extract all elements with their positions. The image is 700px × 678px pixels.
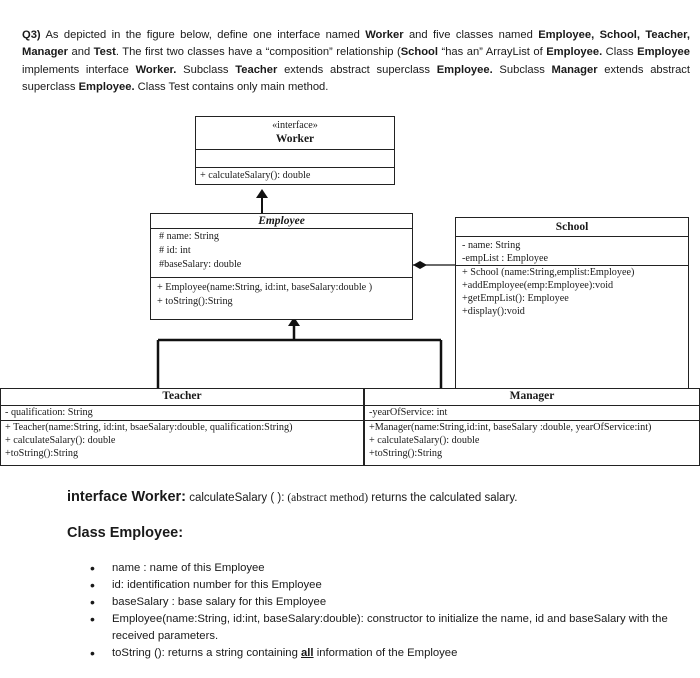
employee-method: + toString():String	[157, 296, 233, 307]
question-text: and five classes named	[403, 29, 539, 41]
interface-worker-title: interface Worker:	[67, 489, 186, 505]
school-attribute: -empList : Employee	[462, 253, 549, 264]
keyword: Employee, School, Teacher, Manager	[22, 29, 690, 59]
keyword: Employee	[637, 46, 690, 59]
uml-connectors	[156, 189, 455, 388]
divider	[196, 149, 394, 150]
keyword: Teacher	[235, 63, 278, 76]
keyword: Worker	[365, 29, 404, 41]
teacher-class-name: Teacher	[162, 390, 202, 402]
keyword: Test	[93, 46, 116, 59]
composition-diamond	[413, 261, 427, 269]
question-text: “has an” ArrayList of	[438, 46, 547, 59]
keyword: Employee.	[436, 63, 493, 76]
inheritance-arrow	[288, 317, 300, 326]
employee-method: + Employee(name:String, id:int, baseSala…	[157, 282, 373, 293]
keyword: Employee.	[78, 81, 135, 94]
school-method: +display():void	[462, 306, 525, 317]
interface-method: calculateSalary ( ):	[186, 492, 285, 504]
keyword: Worker.	[135, 63, 177, 76]
employee-class-box: Employee # name: String # id: int #baseS…	[150, 213, 413, 320]
bullet-text: toString (): returns a string containing	[112, 647, 301, 659]
divider	[365, 405, 699, 406]
divider	[151, 277, 412, 278]
question-text: and	[68, 46, 94, 59]
employee-attribute: #baseSalary: double	[159, 259, 242, 270]
teacher-method: + Teacher(name:String, id:int, bsaeSalar…	[5, 422, 293, 433]
teacher-method: + calculateSalary(): double	[5, 435, 116, 446]
list-item: baseSalary : base salary for this Employ…	[90, 594, 690, 611]
worker-interface-box: «interface» Worker + calculateSalary(): …	[195, 116, 395, 185]
manager-class-box: Manager -yearOfService: int +Manager(nam…	[364, 388, 700, 466]
teacher-method: +toString():String	[5, 448, 79, 459]
divider	[1, 420, 363, 421]
question-text: Subclass	[176, 63, 236, 76]
teacher-class-box: Teacher - qualification: String + Teache…	[0, 388, 364, 466]
employee-attribute: # id: int	[159, 245, 191, 256]
question-text: Class	[602, 46, 638, 59]
keyword: School	[400, 46, 438, 59]
school-method: +addEmployee(emp:Employee):void	[462, 280, 614, 291]
list-item: Employee(name:String, id:int, baseSalary…	[90, 611, 690, 645]
teacher-attribute: - qualification: String	[5, 407, 93, 418]
manager-class-name: Manager	[509, 390, 555, 402]
question-text: . The first two classes have a “composit…	[115, 46, 401, 59]
manager-method: +Manager(name:String,id:int, baseSalary …	[369, 422, 652, 433]
employee-bullet-list: name : name of this Employee id: identif…	[90, 560, 690, 662]
divider	[456, 236, 688, 237]
question-text: As depicted in the figure below, define …	[40, 29, 366, 41]
keyword: Manager	[551, 63, 598, 76]
divider	[1, 405, 363, 406]
worker-class-name: Worker	[275, 133, 315, 145]
question-text: extends abstract superclass	[22, 63, 690, 94]
school-attribute: - name: String	[462, 240, 521, 251]
worker-method: + calculateSalary(): double	[200, 170, 311, 181]
question-text: Subclass	[492, 63, 552, 76]
employee-attribute: # name: String	[159, 231, 219, 242]
question-text: Class Test contains only main method.	[134, 81, 329, 94]
question-text: extends abstract superclass	[277, 63, 437, 76]
manager-method: +toString():String	[369, 448, 443, 459]
realization-arrow	[256, 189, 268, 198]
interface-desc: returns the calculated salary.	[368, 492, 518, 504]
divider	[196, 167, 394, 168]
bullet-underlined: all	[301, 647, 314, 659]
divider	[456, 265, 688, 266]
school-method: +getEmpList(): Employee	[462, 293, 569, 304]
question-paragraph: Q3) As depicted in the figure below, def…	[22, 27, 690, 97]
school-method: + School (name:String,emplist:Employee)	[462, 267, 635, 278]
interface-stereotype: «interface»	[272, 120, 318, 131]
interface-worker-line: interface Worker: calculateSalary ( ): (…	[67, 488, 517, 506]
abstract-note: (abstract method)	[284, 492, 369, 504]
bullet-text: information of the Employee	[313, 647, 458, 659]
list-item: name : name of this Employee	[90, 560, 690, 577]
school-class-box: School - name: String -empList : Employe…	[455, 217, 689, 412]
divider	[365, 420, 699, 421]
employee-class-name: Employee	[258, 215, 305, 227]
school-class-name: School	[555, 221, 589, 233]
list-item: toString (): returns a string containing…	[90, 645, 690, 662]
question-text: implements interface	[22, 63, 136, 76]
divider	[151, 228, 412, 229]
manager-method: + calculateSalary(): double	[369, 435, 480, 446]
question-label: Q3)	[22, 29, 41, 41]
keyword: Employee.	[546, 46, 603, 59]
class-employee-title: Class Employee:	[67, 525, 184, 541]
list-item: id: identification number for this Emplo…	[90, 577, 690, 594]
manager-attribute: -yearOfService: int	[369, 407, 448, 418]
